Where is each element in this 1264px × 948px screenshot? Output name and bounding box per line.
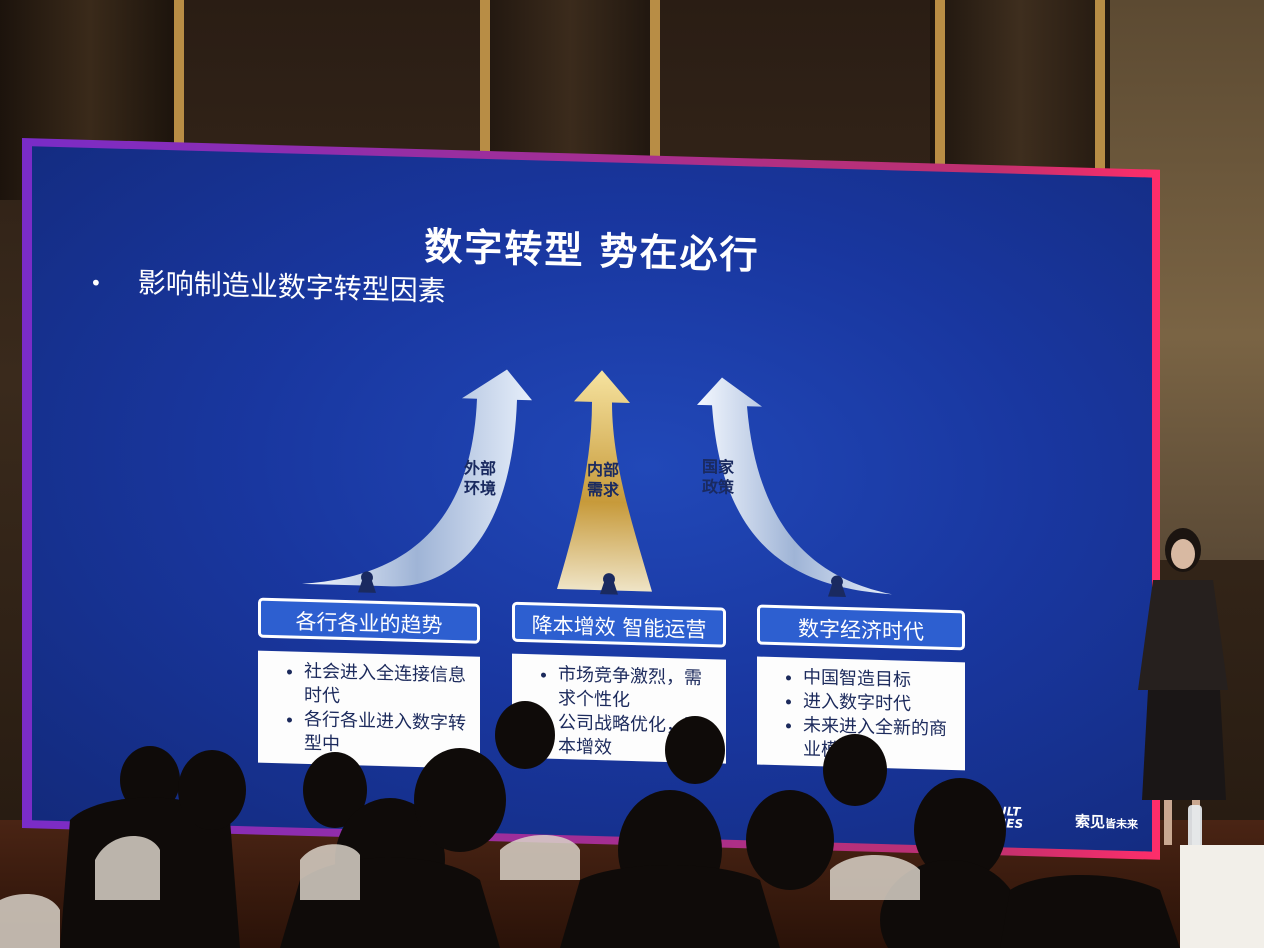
gold-stripe [935, 0, 945, 170]
list-item: 公司战略优化，降本增效 [558, 711, 716, 763]
arrow-policy [697, 377, 892, 595]
list-item: 未来进入全新的商业模式 [803, 714, 955, 766]
gold-stripe [1095, 0, 1105, 170]
arrow-external [302, 369, 532, 587]
list-item: 社会进入全连接信息时代 [304, 660, 470, 713]
projection-screen: 数字转型 势在必行 •影响制造业数字转型因素 [22, 138, 1160, 860]
category-box-trends: 各行各业的趋势 [258, 597, 480, 644]
detail-box-digital-economy: 中国智造目标 进入数字时代 未来进入全新的商业模式 [757, 656, 965, 771]
gold-stripe [650, 0, 660, 170]
arrows-diagram [302, 369, 892, 598]
list-item: 各行各业进入数字转型中 [304, 708, 470, 761]
arrow-label-external: 外部 环境 [463, 458, 496, 499]
presenter-figure [1138, 528, 1228, 845]
keyhole-icon [600, 573, 618, 595]
keyhole-icon [828, 575, 846, 598]
presentation-slide: 数字转型 势在必行 •影响制造业数字转型因素 [32, 146, 1152, 852]
gold-stripe [480, 0, 490, 170]
detail-box-trends: 社会进入全连接信息时代 各行各业进入数字转型中 [258, 650, 480, 769]
gold-stripe [174, 0, 184, 170]
detail-box-efficiency: 市场竞争激烈，需求个性化 公司战略优化，降本增效 [512, 653, 726, 764]
category-box-efficiency: 降本增效 智能运营 [512, 601, 726, 648]
dassault-logo: 3S DASSAULT SYSTEMES [952, 784, 1024, 831]
keyhole-icon [358, 571, 376, 593]
list-item: 市场竞争激烈，需求个性化 [558, 663, 716, 715]
arrow-internal [557, 370, 652, 592]
arrow-label-internal: 内部 需求 [586, 459, 619, 500]
category-box-digital-economy: 数字经济时代 [757, 604, 965, 651]
arrow-label-policy: 国家 政策 [701, 456, 734, 497]
